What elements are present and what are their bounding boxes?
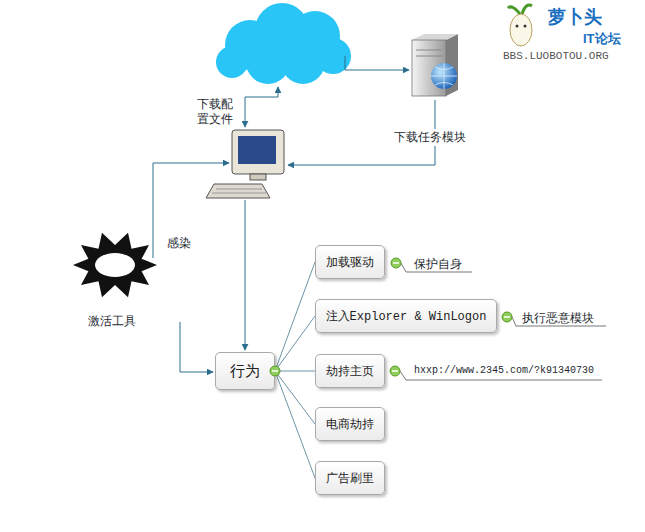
keyboard-keys — [212, 189, 266, 193]
explosion-icon — [73, 233, 157, 298]
mascot-leaves — [508, 5, 532, 14]
node-text: 加载驱动 — [326, 254, 374, 271]
monitor-screen — [238, 136, 276, 164]
activator-behavior-line — [180, 322, 213, 372]
process-box: 电商劫持 — [315, 407, 385, 441]
collapse-minus — [392, 370, 398, 372]
server-top — [412, 34, 458, 40]
branch-connector — [275, 371, 315, 424]
collapse-minus — [393, 262, 399, 264]
logo-subtitle: IT论坛 — [583, 30, 621, 48]
branch-connector — [275, 262, 315, 371]
logo-url: BBS.LUOBOTOU.ORG — [503, 50, 609, 62]
branch-connector — [275, 371, 315, 478]
keyboard — [206, 184, 270, 198]
server-slot — [416, 50, 442, 51]
monitor — [232, 130, 284, 174]
process-box: 加载驱动 — [315, 245, 385, 279]
logo-mascot — [508, 5, 532, 46]
explosion-star — [73, 233, 157, 298]
globe — [431, 63, 457, 89]
config-download-line — [245, 87, 278, 127]
process-box: 注入Explorer & WinLogon — [315, 299, 497, 333]
mascot-eye — [524, 25, 527, 28]
branch-connector — [275, 316, 315, 371]
mascot-eye — [516, 25, 519, 28]
node-text: 广告刷里 — [326, 470, 374, 487]
node-text: 电商劫持 — [326, 416, 374, 433]
callout-note: 执行恶意模块 — [522, 310, 594, 327]
collapse-minus — [272, 370, 278, 372]
cloud-part — [281, 40, 325, 84]
server-icon — [412, 34, 458, 96]
infect-line — [153, 163, 229, 258]
collapse-dot — [502, 312, 512, 322]
tool-label: 激活工具 — [88, 313, 136, 330]
flow-label: 下载配置文件 — [197, 97, 233, 127]
branch-dot — [270, 366, 280, 376]
collapse-dot — [390, 366, 400, 376]
cloud-server-line — [345, 56, 409, 70]
explosion-core — [95, 253, 135, 277]
node-text: 劫持主页 — [326, 363, 374, 380]
cloud-part — [216, 46, 248, 78]
computer-behavior-line — [245, 200, 246, 350]
callout-note: 保护自身 — [414, 256, 462, 273]
node-text: 注入Explorer & WinLogon — [326, 308, 487, 325]
process-box: 广告刷里 — [315, 461, 385, 495]
server-slot — [416, 56, 442, 57]
callout — [390, 366, 602, 380]
branch-connector — [275, 371, 315, 372]
node-text: 行为 — [230, 362, 260, 381]
computer-icon — [206, 130, 284, 198]
globe-grid — [431, 63, 457, 89]
collapse-minus — [504, 316, 510, 318]
mascot-body — [510, 14, 532, 46]
root-box: 行为 — [215, 352, 275, 390]
collapse-dot — [270, 366, 280, 376]
flow-label: 下载任务模块 — [392, 129, 468, 146]
logo-title: 萝卜头 — [548, 5, 602, 29]
flow-label: 感染 — [167, 235, 191, 252]
cloud-icon — [216, 3, 351, 84]
process-box: 劫持主页 — [315, 354, 385, 388]
monitor-stand — [250, 174, 266, 180]
callout-url: hxxp://www.2345.com/?k91340730 — [414, 365, 594, 376]
collapse-dot — [391, 258, 401, 268]
